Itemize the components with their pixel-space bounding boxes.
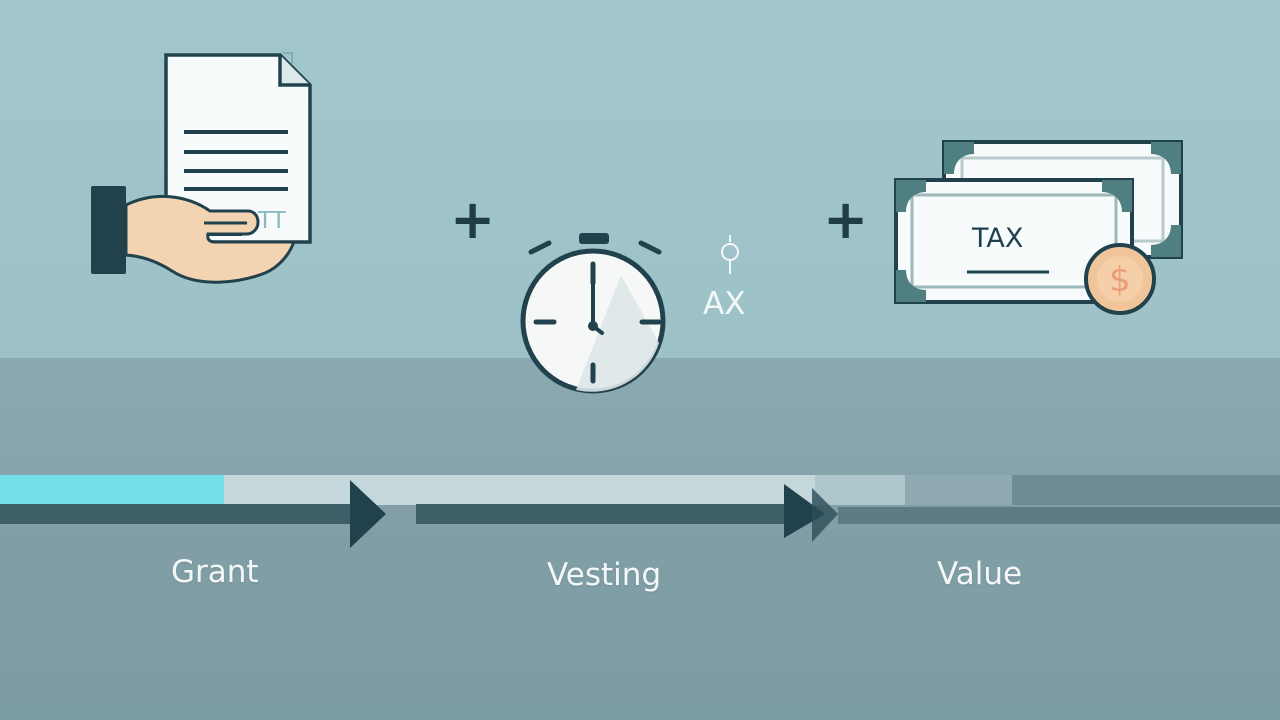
document-mark: TT	[257, 208, 287, 234]
timeline-track	[0, 475, 1280, 548]
coin-symbol: $	[1109, 260, 1131, 300]
stage-label-value: Value	[937, 556, 1023, 592]
stopwatch-icon	[520, 233, 666, 394]
stage-label-vesting: Vesting	[547, 557, 662, 593]
document-handoff-icon: TT	[91, 52, 312, 284]
stage-label-grant: Grant	[171, 554, 259, 590]
middle-background	[0, 358, 1280, 475]
note-tax-label: TAX	[971, 223, 1023, 254]
plus-sign-2: +	[823, 188, 869, 251]
small-tax-mark: AX	[703, 286, 746, 322]
plus-sign-1: +	[450, 188, 496, 251]
tax-banknotes-icon: TAX $	[894, 140, 1183, 315]
small-location-icon	[721, 235, 739, 274]
